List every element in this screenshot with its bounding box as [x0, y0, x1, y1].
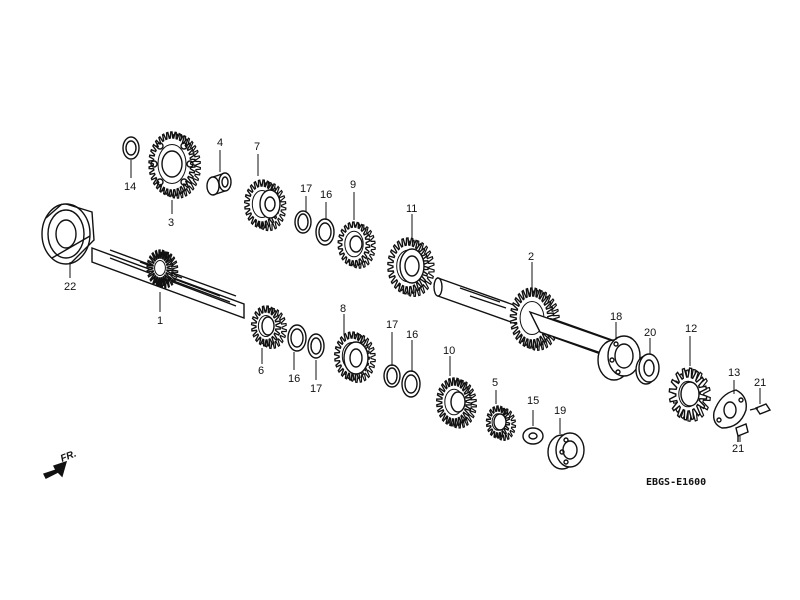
part-16-washer-right	[402, 371, 420, 397]
callout-11: 11	[406, 203, 417, 215]
part-12-hub	[681, 382, 699, 406]
part-17-circlip-right	[384, 365, 400, 387]
callout-14: 14	[124, 181, 136, 193]
callout-17-top: 17	[300, 183, 312, 195]
part-20-seal	[636, 354, 659, 384]
callout-9: 9	[350, 179, 356, 191]
part-10-hub	[451, 392, 465, 412]
callout-8: 8	[340, 303, 346, 315]
leader-lines	[69, 150, 761, 442]
part-14-washer	[123, 137, 139, 159]
part-21-bolt-upper	[750, 404, 770, 414]
part-1-gear	[146, 249, 179, 289]
callout-16-right: 16	[406, 329, 418, 341]
part-19-bearing	[548, 433, 584, 469]
callout-4: 4	[217, 137, 223, 149]
callout-1: 1	[157, 315, 163, 327]
callout-3: 3	[168, 217, 174, 229]
part-3-holes	[151, 143, 193, 185]
part-16-washer-mid	[288, 325, 306, 351]
callout-21-lower: 21	[732, 443, 744, 455]
part-8-hub	[344, 342, 368, 374]
part-21-bolt-lower	[736, 424, 748, 442]
callout-17-mid: 17	[310, 383, 322, 395]
callout-5: 5	[492, 377, 498, 389]
part-16-washer-top	[316, 219, 334, 245]
callout-6: 6	[258, 365, 264, 377]
part-5-hub	[494, 414, 506, 430]
diagram-code: EBGS-E1600	[646, 477, 706, 488]
callout-19: 19	[554, 405, 566, 417]
part-13-plate	[714, 390, 747, 428]
callout-15: 15	[527, 395, 539, 407]
callout-20: 20	[644, 327, 656, 339]
part-22-bearing	[42, 204, 94, 264]
part-7-hub	[260, 190, 280, 218]
callout-12: 12	[685, 323, 697, 335]
callout-17-right: 17	[386, 319, 398, 331]
callouts: 1 2 3 4 5 6 7 8 9 10 11 12 13 14 15 16 1…	[59, 137, 766, 488]
callout-16-top: 16	[320, 189, 332, 201]
callout-10: 10	[443, 345, 455, 357]
callout-13: 13	[728, 367, 740, 379]
part-15-washer	[523, 428, 543, 444]
part-6-hub	[262, 317, 274, 335]
callout-21-upper: 21	[754, 377, 766, 389]
part-17-circlip-mid	[308, 334, 324, 358]
part-17-circlip-top	[295, 211, 311, 233]
front-direction-label: FR.	[59, 449, 78, 465]
part-3-gear	[148, 131, 202, 199]
callout-18: 18	[610, 311, 622, 323]
part-9-hub	[350, 236, 362, 252]
part-4-bushing	[207, 173, 231, 195]
callout-22: 22	[64, 281, 76, 293]
front-direction-arrow	[44, 462, 66, 478]
callout-2: 2	[528, 251, 534, 263]
part-11-hub	[400, 249, 424, 283]
callout-16-mid: 16	[288, 373, 300, 385]
part-18-bearing	[598, 336, 640, 380]
callout-7: 7	[254, 141, 260, 153]
